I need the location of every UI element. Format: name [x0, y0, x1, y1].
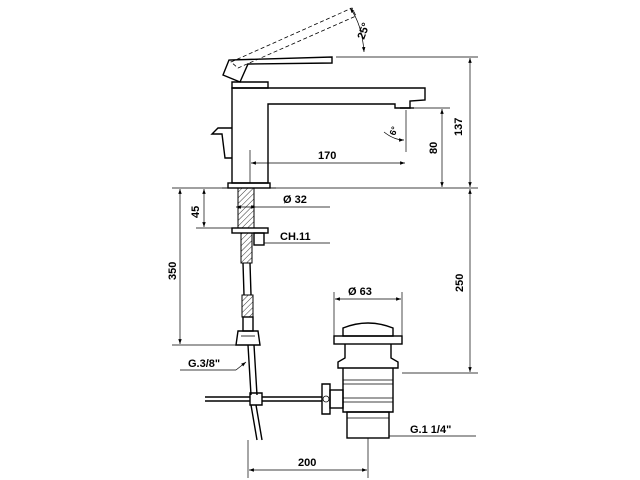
- waste-thread-label: G.1 1/4": [410, 424, 451, 436]
- rod-lower: [250, 404, 263, 441]
- faucet-body: [210, 7, 426, 189]
- fixing-stud: [253, 232, 265, 246]
- spout-angle-label: 6°: [387, 125, 399, 137]
- hose-connector: [235, 330, 261, 346]
- waste-valve: [321, 322, 403, 439]
- waste-side-stem: [329, 389, 344, 409]
- lever-angle-label: 25°: [356, 21, 373, 41]
- waste-knob-center: [322, 395, 330, 403]
- waste-diameter-label: Ø 63: [348, 286, 372, 298]
- hose-ferrule: [242, 316, 254, 332]
- base-diameter-label: Ø 32: [283, 194, 307, 206]
- fixing-nut: [231, 227, 269, 234]
- base-plate: [227, 182, 271, 189]
- hose-thread-dim: [235, 361, 247, 371]
- lever-closed: [222, 56, 333, 83]
- lever-angle-arc: [349, 7, 366, 53]
- rod-distance-label: 200: [298, 457, 316, 469]
- waste-body: [342, 368, 394, 413]
- fixing-length-label: 45: [190, 206, 202, 218]
- hose-length-label: 350: [167, 262, 179, 280]
- waste-side-knob: [321, 383, 331, 415]
- below-deck-label: 250: [454, 274, 466, 292]
- spout-height-label: 80: [428, 142, 440, 154]
- height-top-label: 137: [453, 118, 465, 136]
- dimensions: [172, 7, 478, 478]
- vertical-rod: [247, 344, 258, 396]
- threaded-shank: [237, 187, 255, 229]
- hose-lower: [241, 294, 254, 318]
- pop-up-rod: [205, 344, 322, 441]
- lever-base: [231, 81, 269, 89]
- waste-tail: [346, 411, 390, 439]
- waste-body-upper: [337, 344, 399, 369]
- hose-thread-label: G.3/8": [188, 358, 220, 370]
- waste-plug: [342, 322, 394, 337]
- rod-clip: [249, 392, 263, 406]
- hose-upper: [240, 232, 253, 264]
- waste-flange: [333, 335, 403, 345]
- spout-reach-label: 170: [318, 150, 336, 162]
- nut-size-label: CH.11: [280, 231, 311, 243]
- dimension-labels: 25° 137 80 6° 170 Ø 32 45 CH.11 350 250 …: [167, 21, 466, 469]
- lever-raised-outline: [230, 7, 357, 69]
- fixing-assembly: [231, 187, 269, 346]
- side-pull-handle: [210, 127, 232, 159]
- hose-flex: [242, 262, 252, 296]
- spout-angle-arc: [383, 131, 405, 142]
